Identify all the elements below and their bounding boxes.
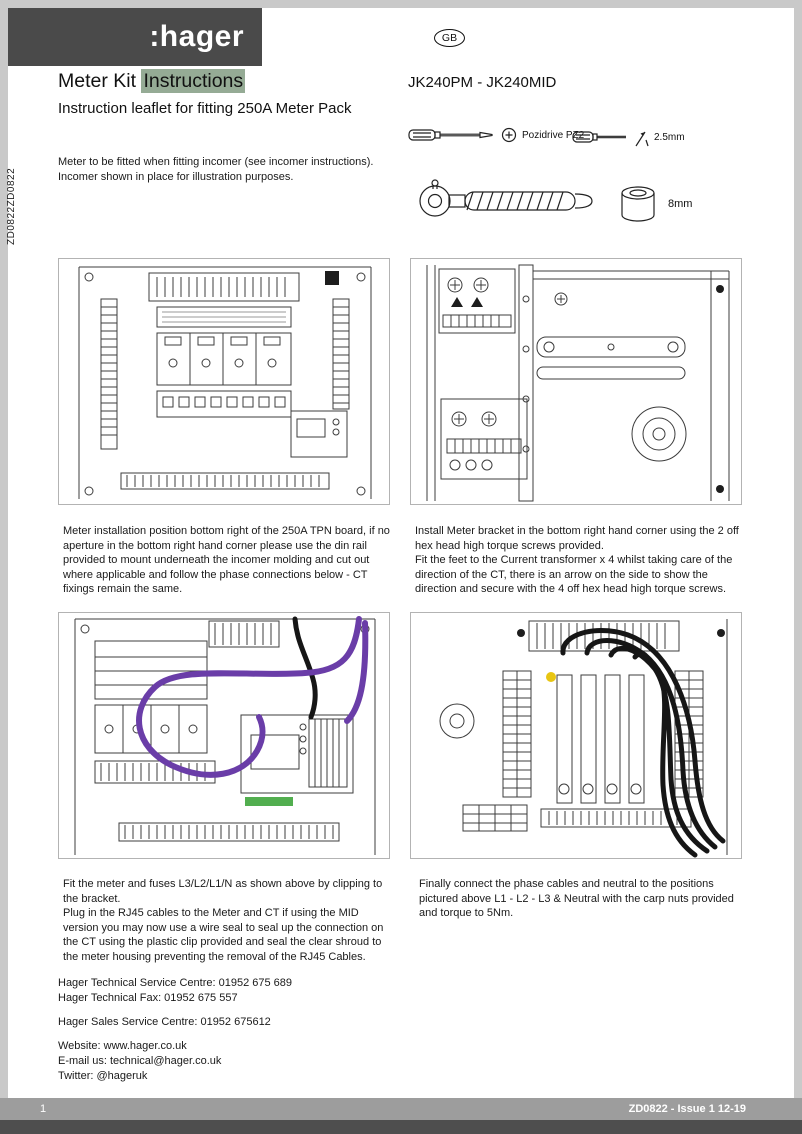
contact-block: Hager Technical Service Centre: 01952 67… xyxy=(58,976,292,1093)
page-subtitle: Instruction leaflet for fitting 250A Met… xyxy=(58,100,352,117)
region-badge-label: GB xyxy=(441,32,458,44)
step-figure-2 xyxy=(410,258,742,505)
step-caption-3: Fit the meter and fuses L3/L2/L1/N as sh… xyxy=(63,878,384,963)
step-figure-4 xyxy=(410,612,742,859)
tool-flat-row: 2.5mm xyxy=(572,126,685,148)
pozidrive-screwdriver-icon xyxy=(408,129,493,141)
step-figure-1 xyxy=(58,258,390,505)
footer-bar: 1 ZD0822 - Issue 1 12-19 xyxy=(0,1098,802,1120)
document-side-code: ZD0822ZD0822 xyxy=(6,167,17,245)
step-caption-1: Meter installation position bottom right… xyxy=(63,525,390,596)
step-figure-3 xyxy=(58,612,390,859)
document-reference: ZD0822 - Issue 1 12-19 xyxy=(628,1103,746,1115)
document-page: :hager GB ZD0822ZD0822 Meter Kit Instruc… xyxy=(6,8,794,1098)
socket-label: 8mm xyxy=(668,198,693,210)
phase-cable-drawing xyxy=(439,619,728,858)
contact-technical: Hager Technical Service Centre: 01952 67… xyxy=(58,977,293,1004)
page-title-highlight: Instructions xyxy=(141,69,246,93)
dimension-arrows-icon xyxy=(635,131,649,147)
panel-installation-drawing xyxy=(78,266,372,499)
pozidrive-label: Pozidrive PZ2 xyxy=(522,129,585,141)
hager-logo: :hager xyxy=(8,8,262,66)
meter-fitting-drawing xyxy=(74,616,376,855)
ratchet-tool xyxy=(413,176,603,227)
bracket-install-drawing xyxy=(426,264,730,502)
footer-dark-bar xyxy=(0,1120,802,1134)
tool-pozidrive-row: Pozidrive PZ2 xyxy=(408,126,584,144)
region-badge: GB xyxy=(434,29,465,47)
page-title-main: Meter Kit xyxy=(58,70,142,92)
step-caption-2: Install Meter bracket in the bottom righ… xyxy=(415,525,739,596)
ratchet-icon xyxy=(419,179,593,217)
contact-sales: Hager Sales Service Centre: 01952 675612 xyxy=(58,1015,271,1028)
flat-screwdriver-icon xyxy=(572,131,626,143)
page-number: 1 xyxy=(40,1103,47,1115)
plus-circle-icon xyxy=(501,127,517,143)
socket-tool: 8mm xyxy=(616,184,692,224)
intro-note: Meter to be fitted when fitting incomer … xyxy=(58,156,374,183)
page-title: Meter Kit Instructions xyxy=(58,69,246,93)
step-caption-4: Finally connect the phase cables and neu… xyxy=(419,878,734,920)
contact-online: Website: www.hager.co.uk E-mail us: tech… xyxy=(58,1039,222,1082)
flat-screwdriver-label: 2.5mm xyxy=(654,131,685,143)
model-title: JK240PM - JK240MID xyxy=(408,74,557,91)
socket-icon xyxy=(621,186,655,222)
brand-text: :hager xyxy=(149,20,244,53)
